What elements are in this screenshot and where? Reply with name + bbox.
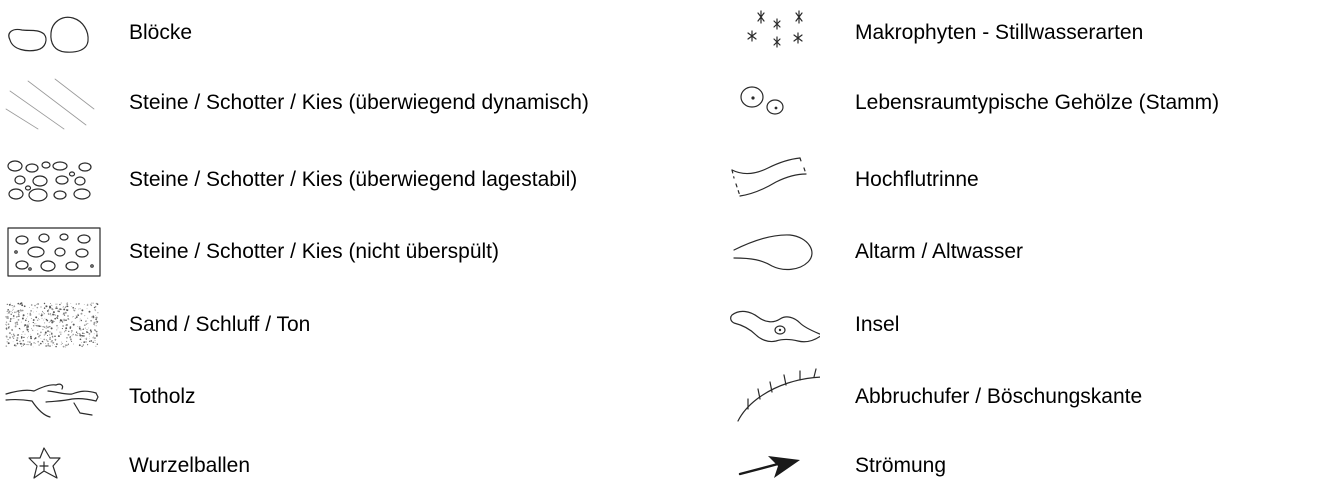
legend-label: Insel [855, 313, 900, 336]
altarm-icon [710, 222, 820, 282]
legend-label: Hochflutrinne [855, 168, 979, 191]
abbruchufer-icon [710, 367, 820, 427]
legend-label: Abbruchufer / Böschungskante [855, 385, 1143, 408]
legend-label: Makrophyten - Stillwasserarten [855, 21, 1144, 44]
totholz-icon [0, 367, 110, 427]
legend-label: Altarm / Altwasser [855, 240, 1024, 263]
legend-label: Totholz [129, 385, 196, 408]
insel-icon [710, 295, 820, 355]
legend-label: Blöcke [129, 21, 193, 44]
steine-lagestabil-icon [0, 150, 110, 210]
legend-label: Steine / Schotter / Kies (überwiegend la… [129, 168, 578, 191]
legend-label: Strömung [855, 454, 947, 477]
legend-label: Wurzelballen [129, 454, 251, 477]
wurzelballen-icon [0, 436, 110, 496]
steine-nicht-ueberspuelt-icon [0, 222, 110, 282]
gehoelze-stamm-icon [710, 73, 820, 133]
hochflutrinne-icon [710, 150, 820, 210]
bloecke-icon [0, 3, 110, 63]
sand-schluff-ton-icon [0, 295, 110, 355]
stroemung-icon [710, 436, 820, 496]
legend-label: Sand / Schluff / Ton [129, 313, 311, 336]
makrophyten-icon [710, 3, 820, 63]
legend-label: Steine / Schotter / Kies (überwiegend dy… [129, 91, 589, 114]
legend-label: Lebensraumtypische Gehölze (Stamm) [855, 91, 1220, 114]
steine-dynamisch-icon [0, 73, 110, 133]
legend-label: Steine / Schotter / Kies (nicht überspül… [129, 240, 500, 263]
